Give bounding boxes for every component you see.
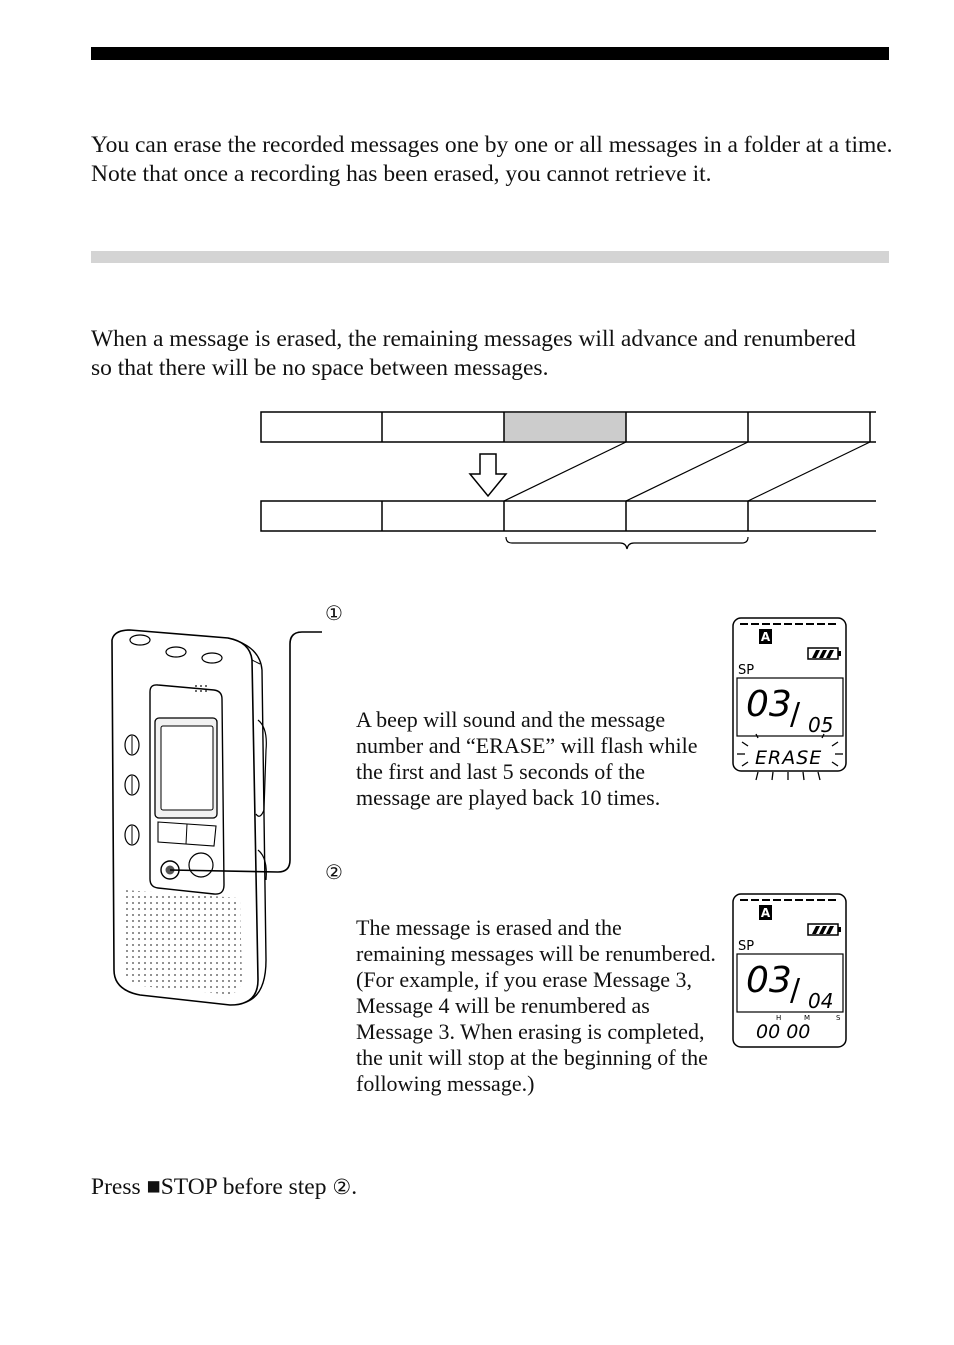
total-messages: 05 xyxy=(808,713,833,737)
battery-icon xyxy=(807,647,841,660)
note-suffix: . xyxy=(351,1174,358,1200)
section-rule xyxy=(91,251,889,263)
message-number: 03 xyxy=(746,684,792,725)
stop-symbol: ■ xyxy=(146,1174,161,1200)
lcd-display-erase: A SP 03 / 05 ERASE xyxy=(732,617,851,781)
top-rule xyxy=(91,47,889,60)
step-1-number: ① xyxy=(325,601,343,625)
lcd-display-renumbered: A SP 03 / 04 H M S 00 00 xyxy=(732,893,851,1049)
slash: / xyxy=(790,697,801,732)
time-label-s: S xyxy=(836,1014,841,1022)
note-prefix: Press xyxy=(91,1174,147,1200)
folder-label: A xyxy=(761,630,771,644)
after-track xyxy=(260,500,882,532)
slash: / xyxy=(790,973,801,1008)
erased-segment xyxy=(504,413,626,441)
step-2-number: ② xyxy=(325,860,343,884)
shift-lines xyxy=(503,441,871,502)
track-edge-mask xyxy=(876,410,884,446)
section-paragraph: When a message is erased, the remaining … xyxy=(91,326,856,381)
folder-label: A xyxy=(761,906,771,920)
message-number: 03 xyxy=(746,960,792,1001)
elapsed-time: 00 00 xyxy=(756,1021,810,1043)
before-track xyxy=(260,411,879,443)
intro-line-1: You can erase the recorded messages one … xyxy=(91,132,893,158)
step-1-description: A beep will sound and the message number… xyxy=(356,707,698,810)
intro-line-2: Note that once a recording has been eras… xyxy=(91,161,712,187)
time-label-m: M xyxy=(804,1014,810,1022)
note-step-ref: ② xyxy=(332,1175,352,1199)
erase-status: ERASE xyxy=(755,747,822,769)
renumber-diagram xyxy=(260,411,882,550)
time-label-h: H xyxy=(776,1014,781,1022)
battery-icon xyxy=(807,923,841,936)
flash-rays xyxy=(737,733,843,781)
note-stop-label: STOP before step xyxy=(160,1174,333,1200)
note-line: Press ■STOP before step ②. xyxy=(91,1173,357,1202)
mode-label: SP xyxy=(738,663,754,678)
renumbered-bracket xyxy=(505,536,749,550)
down-arrow-icon xyxy=(468,453,508,498)
total-messages: 04 xyxy=(808,989,833,1013)
step-2-description: The message is erased and the remaining … xyxy=(356,915,716,1096)
speaker-grille xyxy=(124,890,242,995)
intro-paragraph: You can erase the recorded messages one … xyxy=(91,131,901,189)
mode-label: SP xyxy=(738,939,754,954)
voice-recorder-illustration xyxy=(111,629,322,1006)
